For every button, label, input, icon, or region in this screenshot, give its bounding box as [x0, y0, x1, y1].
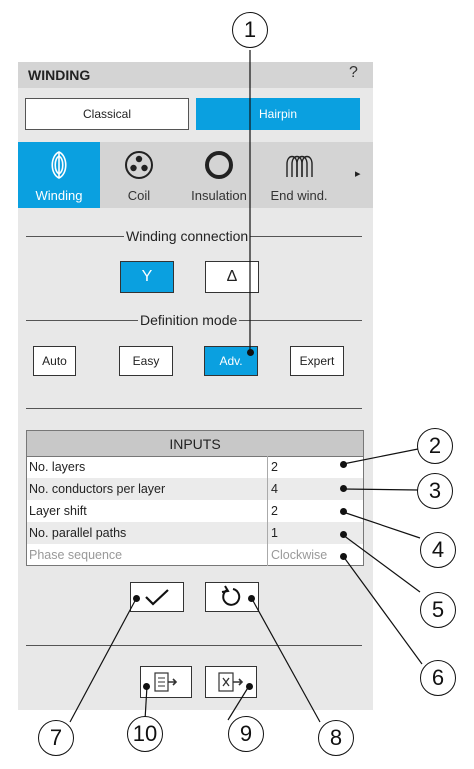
mode-easy-button[interactable]: Easy: [119, 346, 173, 376]
end-winding-icon: [286, 155, 313, 177]
excel-export-button[interactable]: [205, 666, 257, 698]
hairpin-toggle[interactable]: Hairpin: [196, 98, 360, 130]
conductors-per-layer-value[interactable]: 4: [271, 482, 278, 496]
tab-winding-label: Winding: [35, 188, 83, 203]
wye-connection-button[interactable]: Y: [120, 261, 174, 293]
connection-title: Winding connection: [124, 228, 251, 244]
callout-7: 7: [38, 720, 74, 756]
excel-export-icon: [218, 672, 244, 692]
table-row[interactable]: Layer shift 2: [27, 500, 363, 522]
winding-icon: [51, 151, 67, 179]
insulation-icon: [205, 151, 233, 179]
export-button[interactable]: [140, 666, 192, 698]
row-label: Layer shift: [29, 504, 87, 518]
tab-insulation-label: Insulation: [191, 188, 247, 203]
phase-sequence-value: Clockwise: [271, 548, 328, 562]
export-icon: [154, 672, 178, 692]
mode-auto-button[interactable]: Auto: [33, 346, 76, 376]
help-button[interactable]: ?: [349, 64, 358, 81]
coil-icon: [125, 151, 153, 179]
table-row: Phase sequence Clockwise: [27, 544, 363, 566]
callout-anchor: [247, 349, 254, 356]
callout-anchor: [340, 461, 347, 468]
classical-toggle[interactable]: Classical: [25, 98, 189, 130]
layer-shift-value[interactable]: 2: [271, 504, 278, 518]
panel-title: WINDING: [28, 67, 91, 83]
table-row[interactable]: No. parallel paths 1: [27, 522, 363, 544]
callout-5: 5: [420, 592, 456, 628]
callout-anchor: [340, 485, 347, 492]
row-label: No. layers: [29, 460, 86, 474]
no-layers-value[interactable]: 2: [271, 460, 278, 474]
callout-10: 10: [127, 716, 163, 752]
table-row[interactable]: No. layers 2: [27, 456, 363, 478]
panel-header: [18, 62, 373, 88]
callout-anchor: [248, 595, 255, 602]
parallel-paths-value[interactable]: 1: [271, 526, 278, 540]
inputs-table: INPUTS No. layers 2 No. conductors per l…: [26, 430, 364, 566]
callout-3: 3: [417, 473, 453, 509]
mode-expert-button[interactable]: Expert: [290, 346, 344, 376]
callout-anchor: [340, 531, 347, 538]
callout-anchor: [133, 595, 140, 602]
callout-8: 8: [318, 720, 354, 756]
callout-anchor: [340, 553, 347, 560]
inputs-divider: [26, 408, 362, 409]
reset-icon: [221, 585, 241, 606]
callout-anchor: [143, 683, 150, 690]
callout-anchor: [340, 508, 347, 515]
callout-4: 4: [420, 532, 456, 568]
callout-anchor: [246, 683, 253, 690]
tab-insulation[interactable]: Insulation: [178, 142, 260, 208]
tab-coil[interactable]: Coil: [100, 142, 178, 208]
tab-winding[interactable]: Winding: [18, 142, 100, 208]
reset-button[interactable]: [205, 582, 259, 612]
row-label: No. parallel paths: [29, 526, 127, 540]
tab-end-winding[interactable]: End wind.: [260, 142, 338, 208]
tab-coil-label: Coil: [127, 188, 151, 203]
tab-end-winding-label: End wind.: [270, 188, 328, 203]
callout-9: 9: [228, 716, 264, 752]
inputs-table-header: INPUTS: [27, 431, 363, 457]
actions-divider: [26, 645, 362, 646]
row-label: No. conductors per layer: [29, 482, 166, 496]
definition-title: Definition mode: [138, 312, 240, 328]
table-row[interactable]: No. conductors per layer 4: [27, 478, 363, 500]
callout-6: 6: [420, 660, 456, 696]
callout-1: 1: [232, 12, 268, 48]
row-label: Phase sequence: [29, 548, 123, 562]
callout-2: 2: [417, 428, 453, 464]
tabs-scroll-right-icon[interactable]: ▸: [355, 168, 361, 180]
check-icon: [145, 589, 169, 606]
